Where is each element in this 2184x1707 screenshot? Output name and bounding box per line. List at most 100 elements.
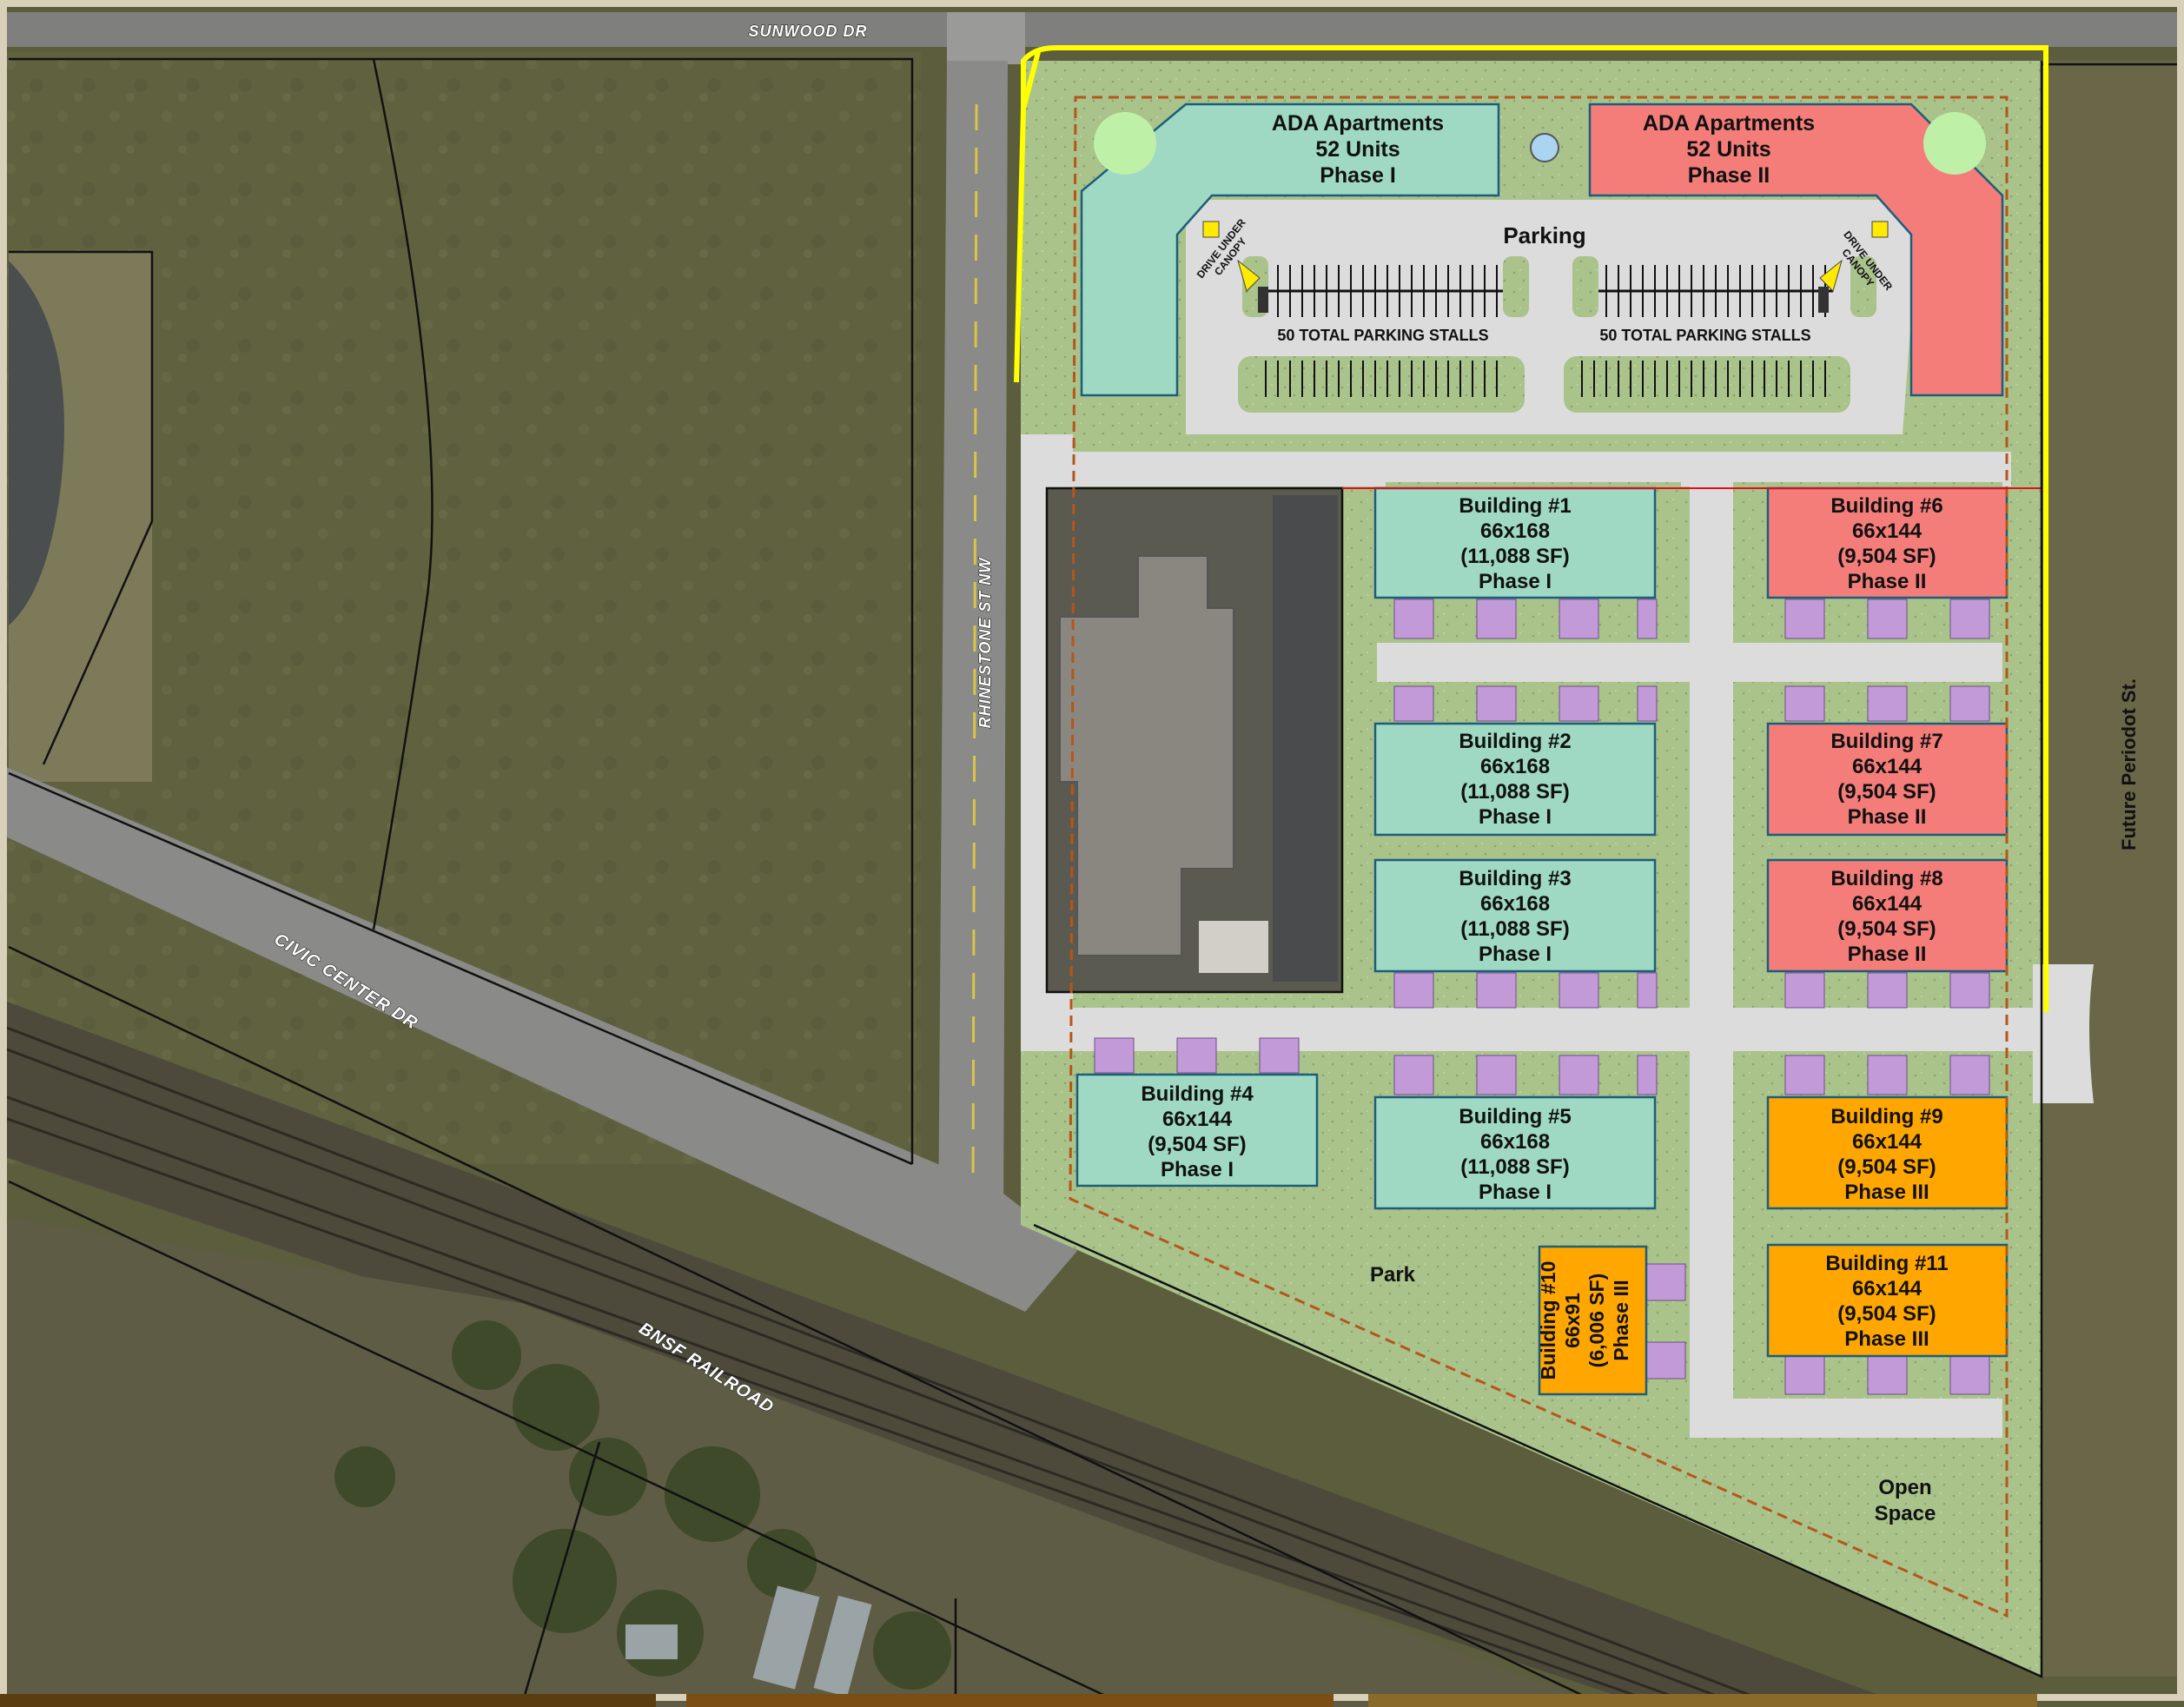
svg-text:Building #6: Building #6 xyxy=(1830,494,1942,518)
svg-text:Phase I: Phase I xyxy=(1161,1158,1234,1181)
parking-label: Parking xyxy=(1503,222,1585,248)
open-space-label: Open Space xyxy=(1875,1476,1936,1525)
existing-building xyxy=(1059,555,1234,956)
svg-text:Phase I: Phase I xyxy=(1479,805,1552,829)
svg-text:Building #1: Building #1 xyxy=(1459,494,1571,518)
svg-text:ADA Apartments: ADA Apartments xyxy=(1643,111,1815,136)
apartments-phase1[interactable] xyxy=(1080,103,1500,397)
svg-text:(9,504 SF): (9,504 SF) xyxy=(1837,1155,1936,1179)
park-label: Park xyxy=(1370,1263,1416,1287)
civic-center-dr-road xyxy=(0,764,1077,1312)
svg-text:Phase I: Phase I xyxy=(1479,570,1552,593)
svg-text:(9,504 SF): (9,504 SF) xyxy=(1837,1302,1936,1326)
building-1[interactable] xyxy=(1373,486,1657,599)
east-strip xyxy=(2042,61,2184,1677)
landscape-circle-left xyxy=(1094,112,1156,175)
svg-text:Building #8: Building #8 xyxy=(1830,867,1942,890)
building-6[interactable] xyxy=(1766,486,2009,599)
svg-text:(11,088 SF): (11,088 SF) xyxy=(1460,1155,1569,1179)
svg-text:Phase III: Phase III xyxy=(1610,1280,1632,1360)
canopy-right-arrow xyxy=(1819,259,1843,292)
svg-text:66x91: 66x91 xyxy=(1561,1293,1584,1348)
svg-text:Building #5: Building #5 xyxy=(1459,1105,1571,1128)
svg-text:Building #4: Building #4 xyxy=(1141,1082,1254,1106)
svg-text:Phase II: Phase II xyxy=(1848,943,1927,966)
svg-text:Phase III: Phase III xyxy=(1844,1181,1929,1204)
building-4[interactable] xyxy=(1075,1073,1319,1188)
buildings xyxy=(1075,486,2009,1396)
building-2[interactable] xyxy=(1373,722,1657,837)
site-boundary xyxy=(1033,61,2043,1678)
svg-text:(11,088 SF): (11,088 SF) xyxy=(1460,545,1569,568)
svg-text:66x168: 66x168 xyxy=(1480,1130,1550,1154)
svg-text:66x144: 66x144 xyxy=(1852,1277,1923,1300)
sunwood-intersection xyxy=(947,12,1025,64)
svg-text:66x144: 66x144 xyxy=(1852,519,1923,543)
svg-text:ADA Apartments: ADA Apartments xyxy=(1272,111,1444,136)
bottom-bar-1 xyxy=(0,1694,656,1707)
svg-text:66x168: 66x168 xyxy=(1480,519,1550,543)
yellow-boundary xyxy=(1021,45,2048,1012)
apartments-phase2-label: ADA Apartments 52 Units Phase II xyxy=(1643,111,1815,188)
parcel-lines xyxy=(8,57,2184,1707)
svg-text:66x144: 66x144 xyxy=(1852,755,1923,778)
svg-text:66x144: 66x144 xyxy=(1162,1108,1233,1131)
stalls-right-south xyxy=(1577,361,1829,397)
svg-text:Phase I: Phase I xyxy=(1479,1181,1552,1204)
building-7[interactable] xyxy=(1766,722,2009,837)
svg-text:Building #3: Building #3 xyxy=(1459,867,1571,890)
rhinestone-st-road xyxy=(938,61,1008,1234)
svg-text:Space: Space xyxy=(1875,1502,1936,1525)
building-3[interactable] xyxy=(1373,858,1657,973)
setback-line xyxy=(1069,96,2009,1618)
svg-text:52 Units: 52 Units xyxy=(1686,137,1770,162)
canopy-left-arrow xyxy=(1237,259,1261,292)
stalls-right-label: 50 TOTAL PARKING STALLS xyxy=(1599,327,1810,344)
svg-text:Phase II: Phase II xyxy=(1848,570,1927,593)
svg-text:Phase II: Phase II xyxy=(1688,163,1770,188)
svg-text:Building #7: Building #7 xyxy=(1830,730,1942,753)
canopy-right-marker xyxy=(1871,221,1889,238)
building-9[interactable] xyxy=(1766,1095,2009,1210)
fountain-icon xyxy=(1530,133,1559,162)
greenhouses xyxy=(625,1585,872,1697)
svg-text:(11,088 SF): (11,088 SF) xyxy=(1460,780,1569,804)
bottom-bar-2 xyxy=(686,1694,1334,1707)
svg-text:Building #10: Building #10 xyxy=(1537,1261,1559,1380)
svg-text:66x168: 66x168 xyxy=(1480,755,1550,778)
garage-units xyxy=(1094,599,1990,1395)
svg-text:Phase I: Phase I xyxy=(1320,163,1396,188)
existing-building-annex xyxy=(1199,921,1268,973)
stalls-left-label: 50 TOTAL PARKING STALLS xyxy=(1277,327,1488,344)
svg-text:Open: Open xyxy=(1878,1476,1931,1499)
svg-text:Building #2: Building #2 xyxy=(1459,730,1571,753)
building-10[interactable] xyxy=(1538,1245,1648,1396)
stalls-left-south xyxy=(1255,361,1507,397)
building-8[interactable] xyxy=(1766,858,2009,973)
periodot-st-label: Future Periodot St. xyxy=(2118,678,2140,850)
svg-text:(11,088 SF): (11,088 SF) xyxy=(1460,917,1569,941)
building-5[interactable] xyxy=(1373,1095,1657,1210)
svg-text:66x144: 66x144 xyxy=(1852,892,1923,916)
rhinestone-st-label: RHINESTONE ST NW xyxy=(976,557,994,729)
bottom-bar-3 xyxy=(1368,1694,2037,1707)
svg-text:(9,504 SF): (9,504 SF) xyxy=(1837,780,1936,804)
yellow-boundary-west xyxy=(1014,51,1041,383)
ada-stall-left xyxy=(1258,287,1268,313)
svg-text:Building #9: Building #9 xyxy=(1830,1105,1942,1128)
svg-text:66x144: 66x144 xyxy=(1852,1130,1923,1154)
tree-clusters xyxy=(334,1320,951,1690)
svg-text:Phase III: Phase III xyxy=(1844,1327,1929,1351)
svg-text:(9,504 SF): (9,504 SF) xyxy=(1837,545,1936,568)
building-11[interactable] xyxy=(1766,1243,2009,1358)
svg-text:(9,504 SF): (9,504 SF) xyxy=(1837,917,1936,941)
